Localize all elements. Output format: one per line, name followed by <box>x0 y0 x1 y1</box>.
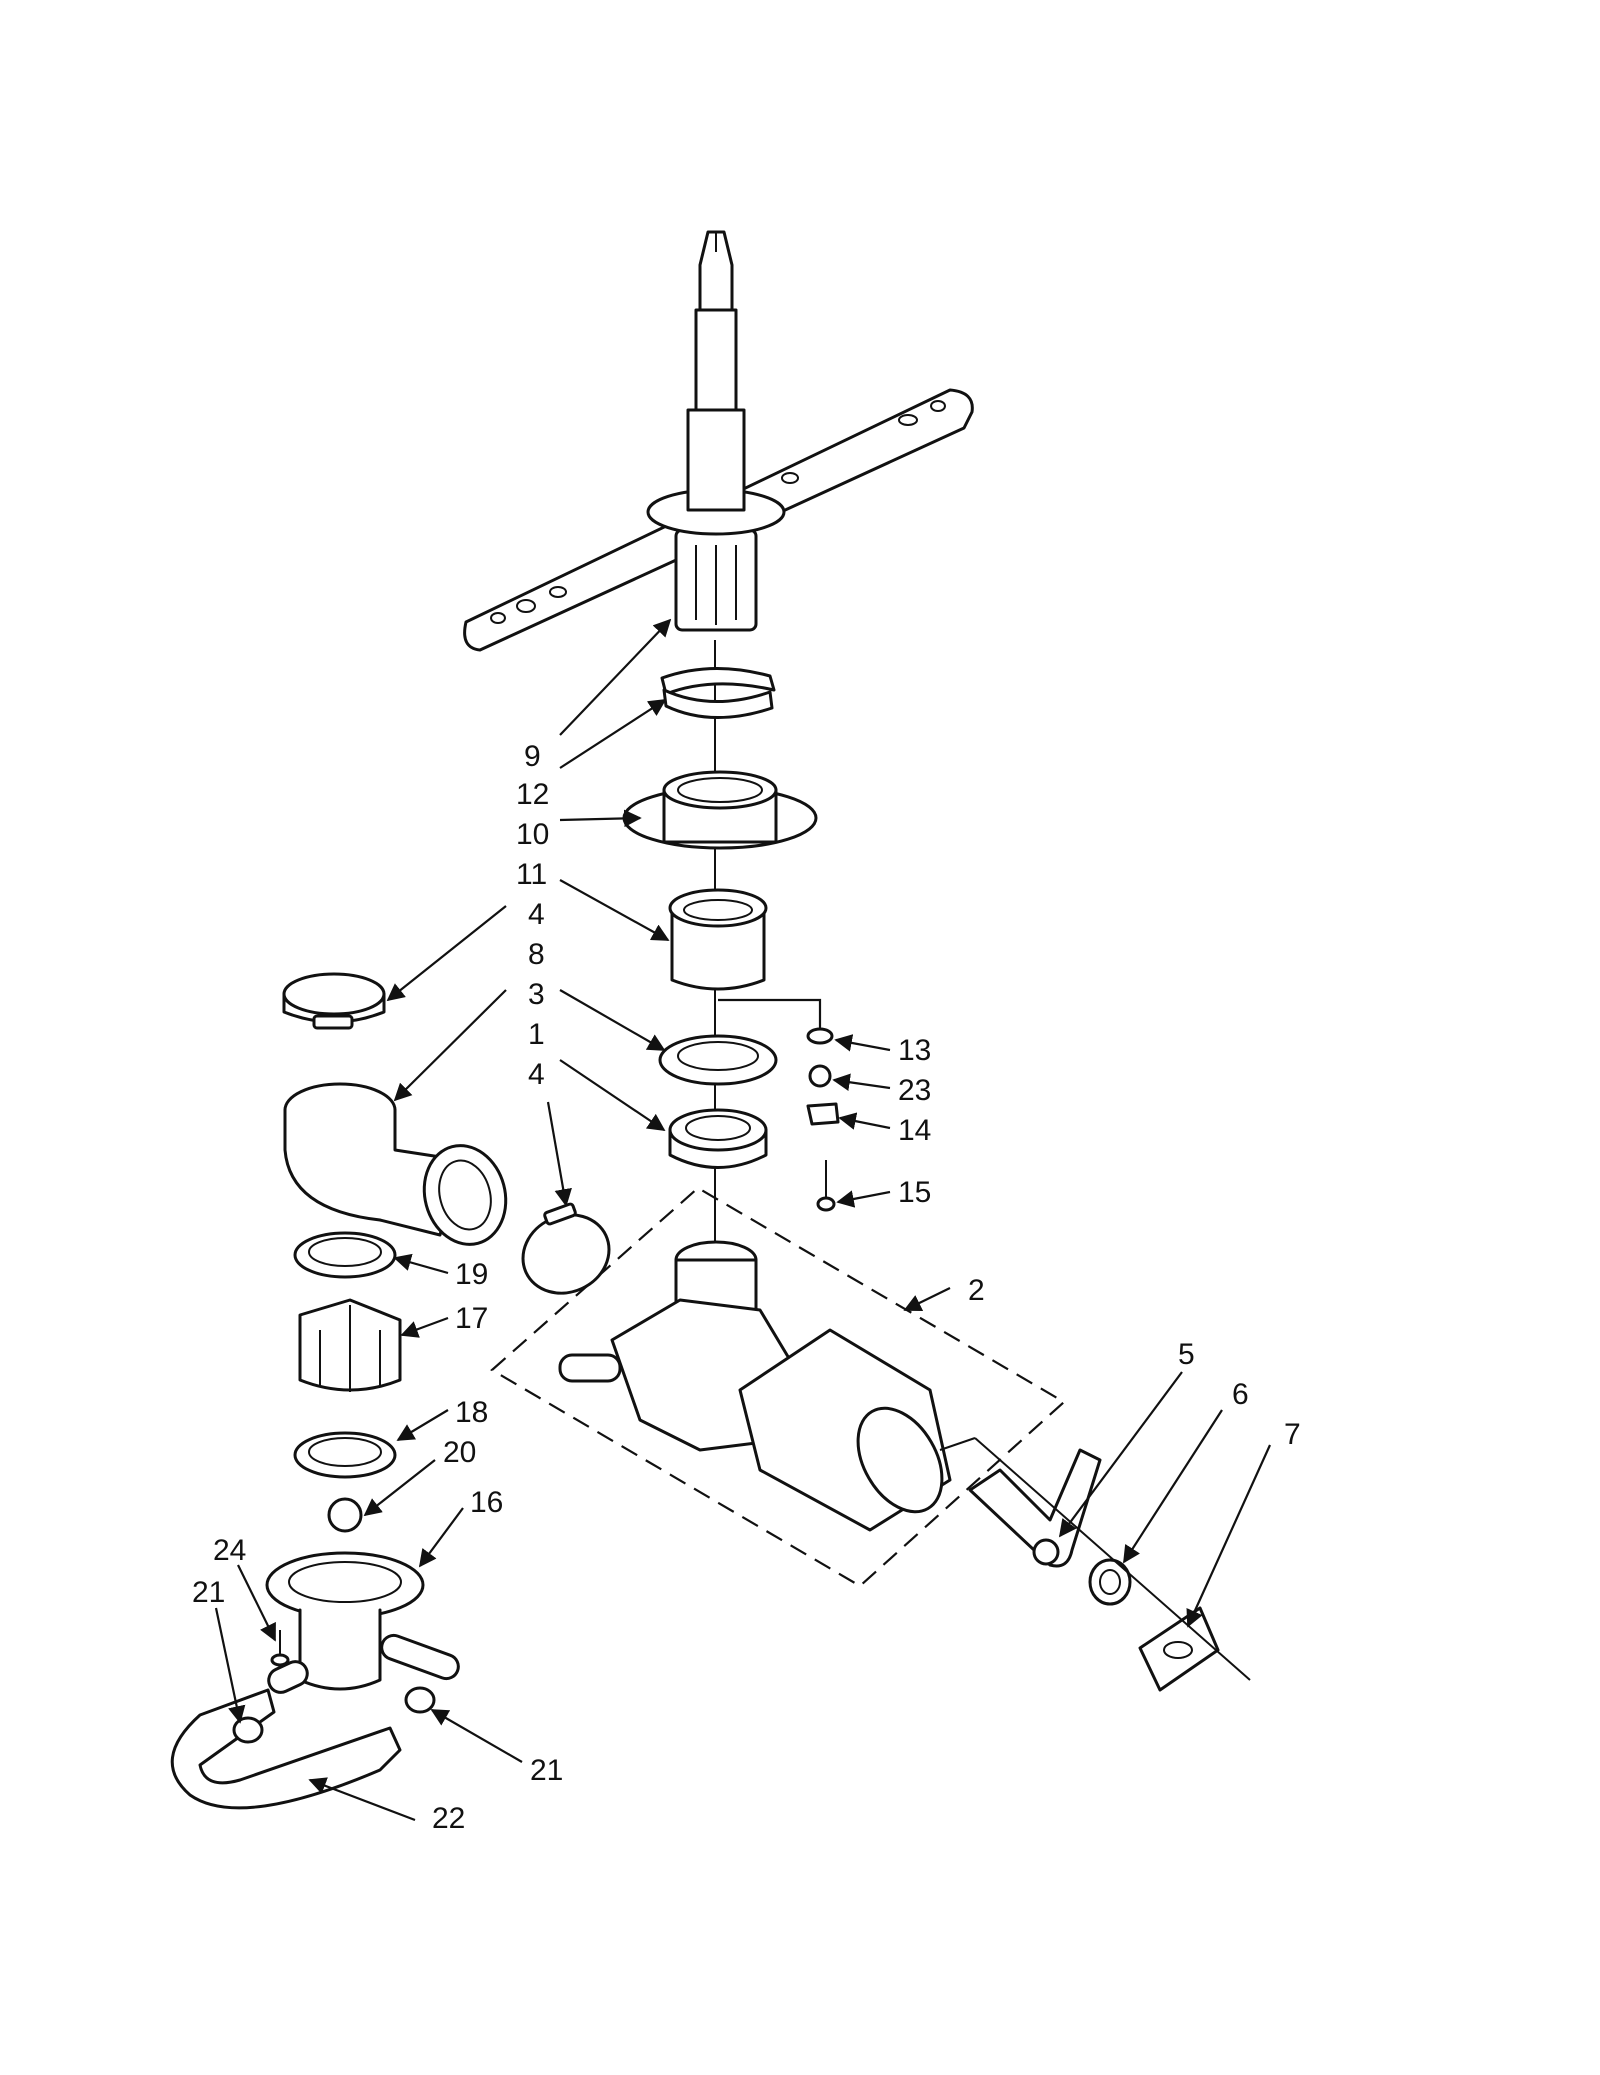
callout-1: 1 <box>528 1018 545 1051</box>
callout-17: 17 <box>455 1302 488 1335</box>
callout-22: 22 <box>432 1802 465 1835</box>
callout-8: 8 <box>528 938 545 971</box>
callout-5: 5 <box>1178 1338 1195 1371</box>
pump-motor-assembly <box>490 1186 1066 1588</box>
callout-11: 11 <box>516 858 547 891</box>
spray-arm-assembly <box>463 230 974 652</box>
screw-24 <box>270 1630 290 1667</box>
drain-housing <box>265 1551 460 1694</box>
side-hose-clamp <box>521 1202 611 1295</box>
callout-16: 16 <box>470 1486 503 1519</box>
split-ring <box>660 666 776 720</box>
seal-ring <box>658 1034 778 1086</box>
callout-24: 24 <box>213 1534 246 1567</box>
callout-3: 3 <box>528 978 545 1011</box>
callout-20: 20 <box>443 1436 476 1469</box>
callout-labels: 9 12 10 11 4 8 3 1 4 13 23 14 15 2 5 6 7… <box>192 740 1301 1835</box>
mounting-hardware <box>718 998 840 1212</box>
callout-4-upper: 4 <box>528 898 545 931</box>
flange-nut <box>622 770 818 850</box>
motor-gasket <box>974 1437 1251 1692</box>
leader-lines <box>214 618 1272 1822</box>
callout-10: 10 <box>516 818 549 851</box>
callout-6: 6 <box>1232 1378 1249 1411</box>
callout-13: 13 <box>898 1034 931 1067</box>
filter-17 <box>298 1298 402 1392</box>
sleeve <box>668 888 768 991</box>
callout-21-left: 21 <box>192 1576 225 1609</box>
callout-19: 19 <box>455 1258 488 1291</box>
elbow-hose <box>283 1082 508 1246</box>
callout-9: 9 <box>524 740 541 773</box>
callout-23: 23 <box>898 1074 931 1107</box>
seal-ring-19 <box>293 1231 397 1279</box>
upper-hose-clamp <box>282 972 386 1030</box>
check-ball <box>327 1497 363 1533</box>
callout-14: 14 <box>898 1114 931 1147</box>
callout-4-lower: 4 <box>528 1058 545 1091</box>
gasket <box>668 1108 768 1169</box>
callout-7: 7 <box>1284 1418 1301 1451</box>
drain-hose <box>170 1686 436 1810</box>
callout-15: 15 <box>898 1176 931 1209</box>
bushing <box>1088 1558 1132 1606</box>
callout-12: 12 <box>516 778 549 811</box>
callout-21-right: 21 <box>530 1754 563 1787</box>
ring-18 <box>293 1431 397 1479</box>
callout-2: 2 <box>968 1274 985 1307</box>
callout-18: 18 <box>455 1396 488 1429</box>
